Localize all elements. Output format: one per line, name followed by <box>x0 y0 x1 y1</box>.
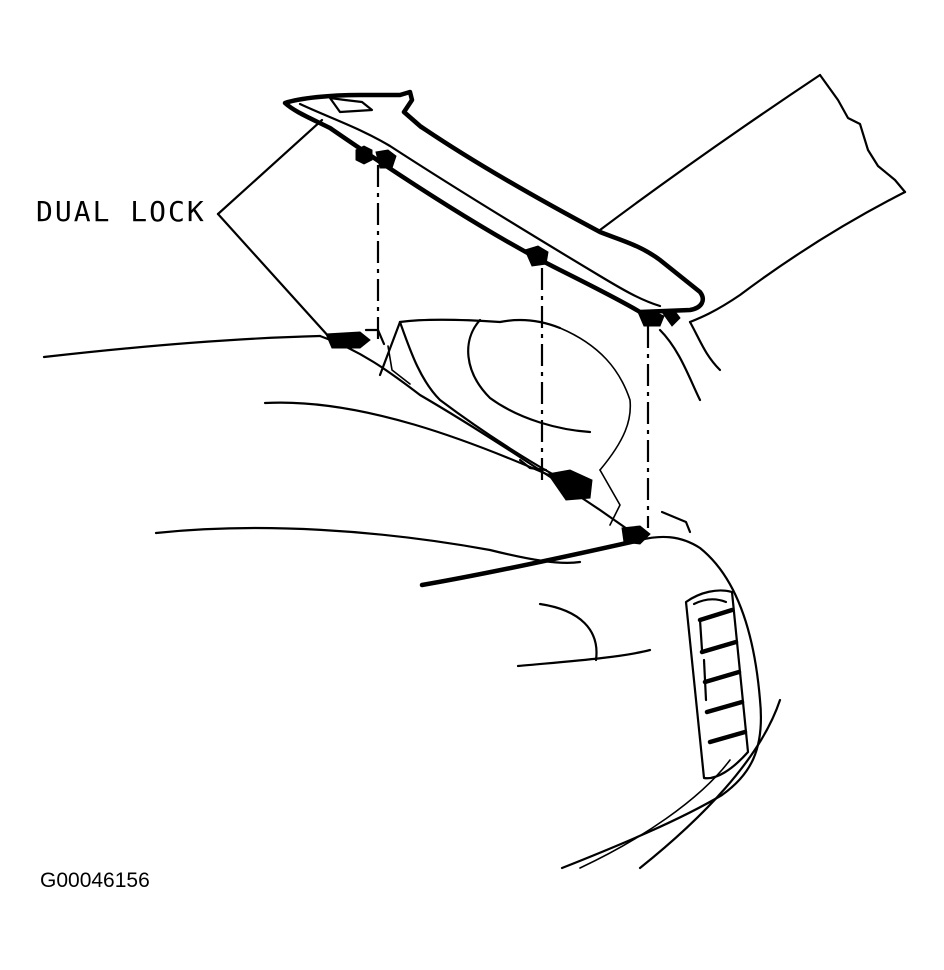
side-air-vent <box>684 589 750 780</box>
dash-receptacles <box>325 328 692 545</box>
callout-leaders <box>216 118 332 340</box>
defroster-opening <box>378 318 722 526</box>
windshield-pillar <box>598 73 907 324</box>
figure-id-label: G00046156 <box>40 869 150 892</box>
dashboard <box>42 334 782 870</box>
dual-lock-callout-label: DUAL LOCK <box>36 195 206 228</box>
alignment-lines <box>376 165 650 528</box>
trim-panel <box>282 89 705 327</box>
